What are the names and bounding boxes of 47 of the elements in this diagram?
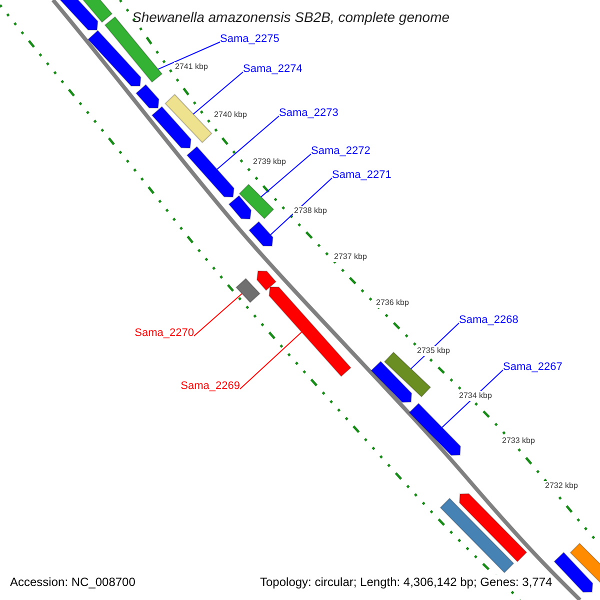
- leader-line: [270, 178, 332, 236]
- gene-label: Sama_2274: [243, 63, 302, 76]
- gene-bar: [164, 94, 212, 144]
- leader-line: [240, 332, 302, 390]
- gene-bar: [440, 498, 514, 574]
- gene-label: Sama_2271: [332, 169, 392, 182]
- gene-bar: [554, 552, 594, 593]
- gene-bar: [370, 360, 412, 403]
- gene-bar: [238, 184, 274, 220]
- gene-label: Sama_2267: [503, 361, 562, 374]
- gene-bar: [459, 493, 528, 562]
- scale-label: 2741 kbp: [174, 62, 209, 72]
- gene-bar: [570, 542, 600, 584]
- leader-line: [158, 42, 220, 70]
- gene-bar: [186, 146, 234, 198]
- leader-line: [260, 154, 312, 198]
- gene-bar: [236, 278, 260, 304]
- gene-bar: [268, 286, 352, 377]
- scale-label: 2736 kbp: [375, 298, 410, 308]
- gene-bar: [88, 30, 142, 86]
- gene-label: Sama_2270: [134, 327, 194, 340]
- footer-text: Accession: NC_008700: [10, 575, 136, 589]
- scale-label: 2740 kbp: [213, 110, 248, 120]
- gene-bar: [136, 84, 160, 108]
- gene-label: Sama_2273: [279, 107, 338, 120]
- gene-bar: [408, 402, 461, 456]
- leader-line: [194, 293, 242, 336]
- gene-label: Sama_2269: [180, 380, 240, 393]
- leader-line: [192, 72, 244, 115]
- gene-label: Sama_2272: [311, 145, 370, 158]
- scale-label: 2733 kbp: [501, 436, 536, 446]
- leader-line: [216, 116, 280, 170]
- gene-bar: [151, 106, 192, 149]
- gene-bar: [256, 270, 277, 291]
- gene-bar: [384, 352, 432, 398]
- footer-text: Topology: circular; Length: 4,306,142 bp; Genes: 3,774: [260, 575, 552, 589]
- scale-label: 2737 kbp: [333, 252, 368, 262]
- scale-label: 2738 kbp: [293, 206, 328, 216]
- gene-label: Sama_2268: [459, 314, 518, 327]
- scale-label: 2732 kbp: [544, 481, 579, 491]
- gene-bar: [228, 195, 252, 220]
- gene-bar: [248, 221, 274, 246]
- scale-label: 2739 kbp: [252, 157, 287, 167]
- scale-label: 2735 kbp: [416, 346, 451, 356]
- gene-label: Sama_2275: [220, 33, 280, 46]
- scale-label: 2734 kbp: [458, 391, 493, 401]
- diagram-title: Shewanella amazonensis SB2B, complete genome: [132, 10, 450, 24]
